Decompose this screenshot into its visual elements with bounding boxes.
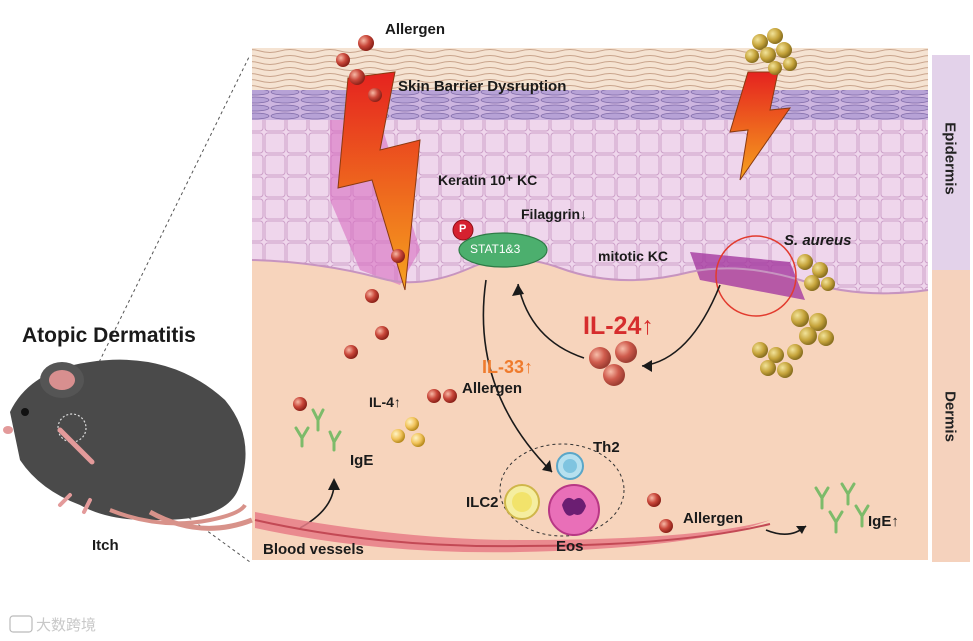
zoom-line-top xyxy=(77,54,251,406)
allergen-particles xyxy=(293,35,673,533)
phospho-label: P xyxy=(459,223,467,235)
il24-label: IL-24↑ xyxy=(583,312,654,340)
ige-left-label: IgE xyxy=(350,452,374,469)
phospho-icon xyxy=(452,219,474,241)
skin-barrier-label: Skin Barrier Dysruption xyxy=(398,78,567,95)
ilc2-label: ILC2 xyxy=(466,494,499,511)
highlight-circle xyxy=(715,235,797,317)
epidermis-label: Epidermis xyxy=(941,122,959,195)
ige-right-label: IgE↑ xyxy=(868,513,899,530)
stat-ellipse xyxy=(458,232,548,268)
watermark-text: 大数跨境 xyxy=(36,617,97,634)
il24-cytokine-cluster xyxy=(589,341,637,386)
s-aureus-label: S. aureus xyxy=(784,232,852,249)
dermis-bar xyxy=(932,270,970,562)
watermark-logo-icon xyxy=(9,615,33,633)
allergen-mid-label: Allergen xyxy=(462,380,523,397)
il33-label: IL-33↑ xyxy=(482,357,534,377)
arrow-heads xyxy=(328,284,806,534)
blood-vessels xyxy=(254,512,771,553)
immune-cell-group xyxy=(499,443,625,537)
mouse-illustration xyxy=(3,359,253,531)
filaggrin-label: Filaggrin↓ xyxy=(521,206,588,222)
blood-vessels-label: Blood vessels xyxy=(263,541,364,558)
allergen-top-label: Allergen xyxy=(385,21,446,38)
epidermis-bar xyxy=(932,55,970,270)
stat-label: STAT1&3 xyxy=(470,242,521,256)
eos-label: Eos xyxy=(556,538,584,555)
mitotic-label: mitotic KC xyxy=(598,248,668,264)
ige-antibodies xyxy=(294,408,870,534)
allergen-bottom-label: Allergen xyxy=(683,510,744,527)
lightning-bolt-icon xyxy=(729,71,792,181)
keratin-label: Keratin 10⁺ KC xyxy=(438,172,538,188)
il4-label: IL-4↑ xyxy=(369,394,401,410)
th2-label: Th2 xyxy=(593,439,620,456)
lightning-bolt-icon xyxy=(337,71,421,291)
s-aureus-bacteria xyxy=(745,28,835,378)
il4-cytokine-cluster xyxy=(391,417,425,447)
dermis-label: Dermis xyxy=(941,391,959,442)
page-title: Atopic Dermatitis xyxy=(22,324,196,347)
itch-label: Itch xyxy=(92,537,119,554)
